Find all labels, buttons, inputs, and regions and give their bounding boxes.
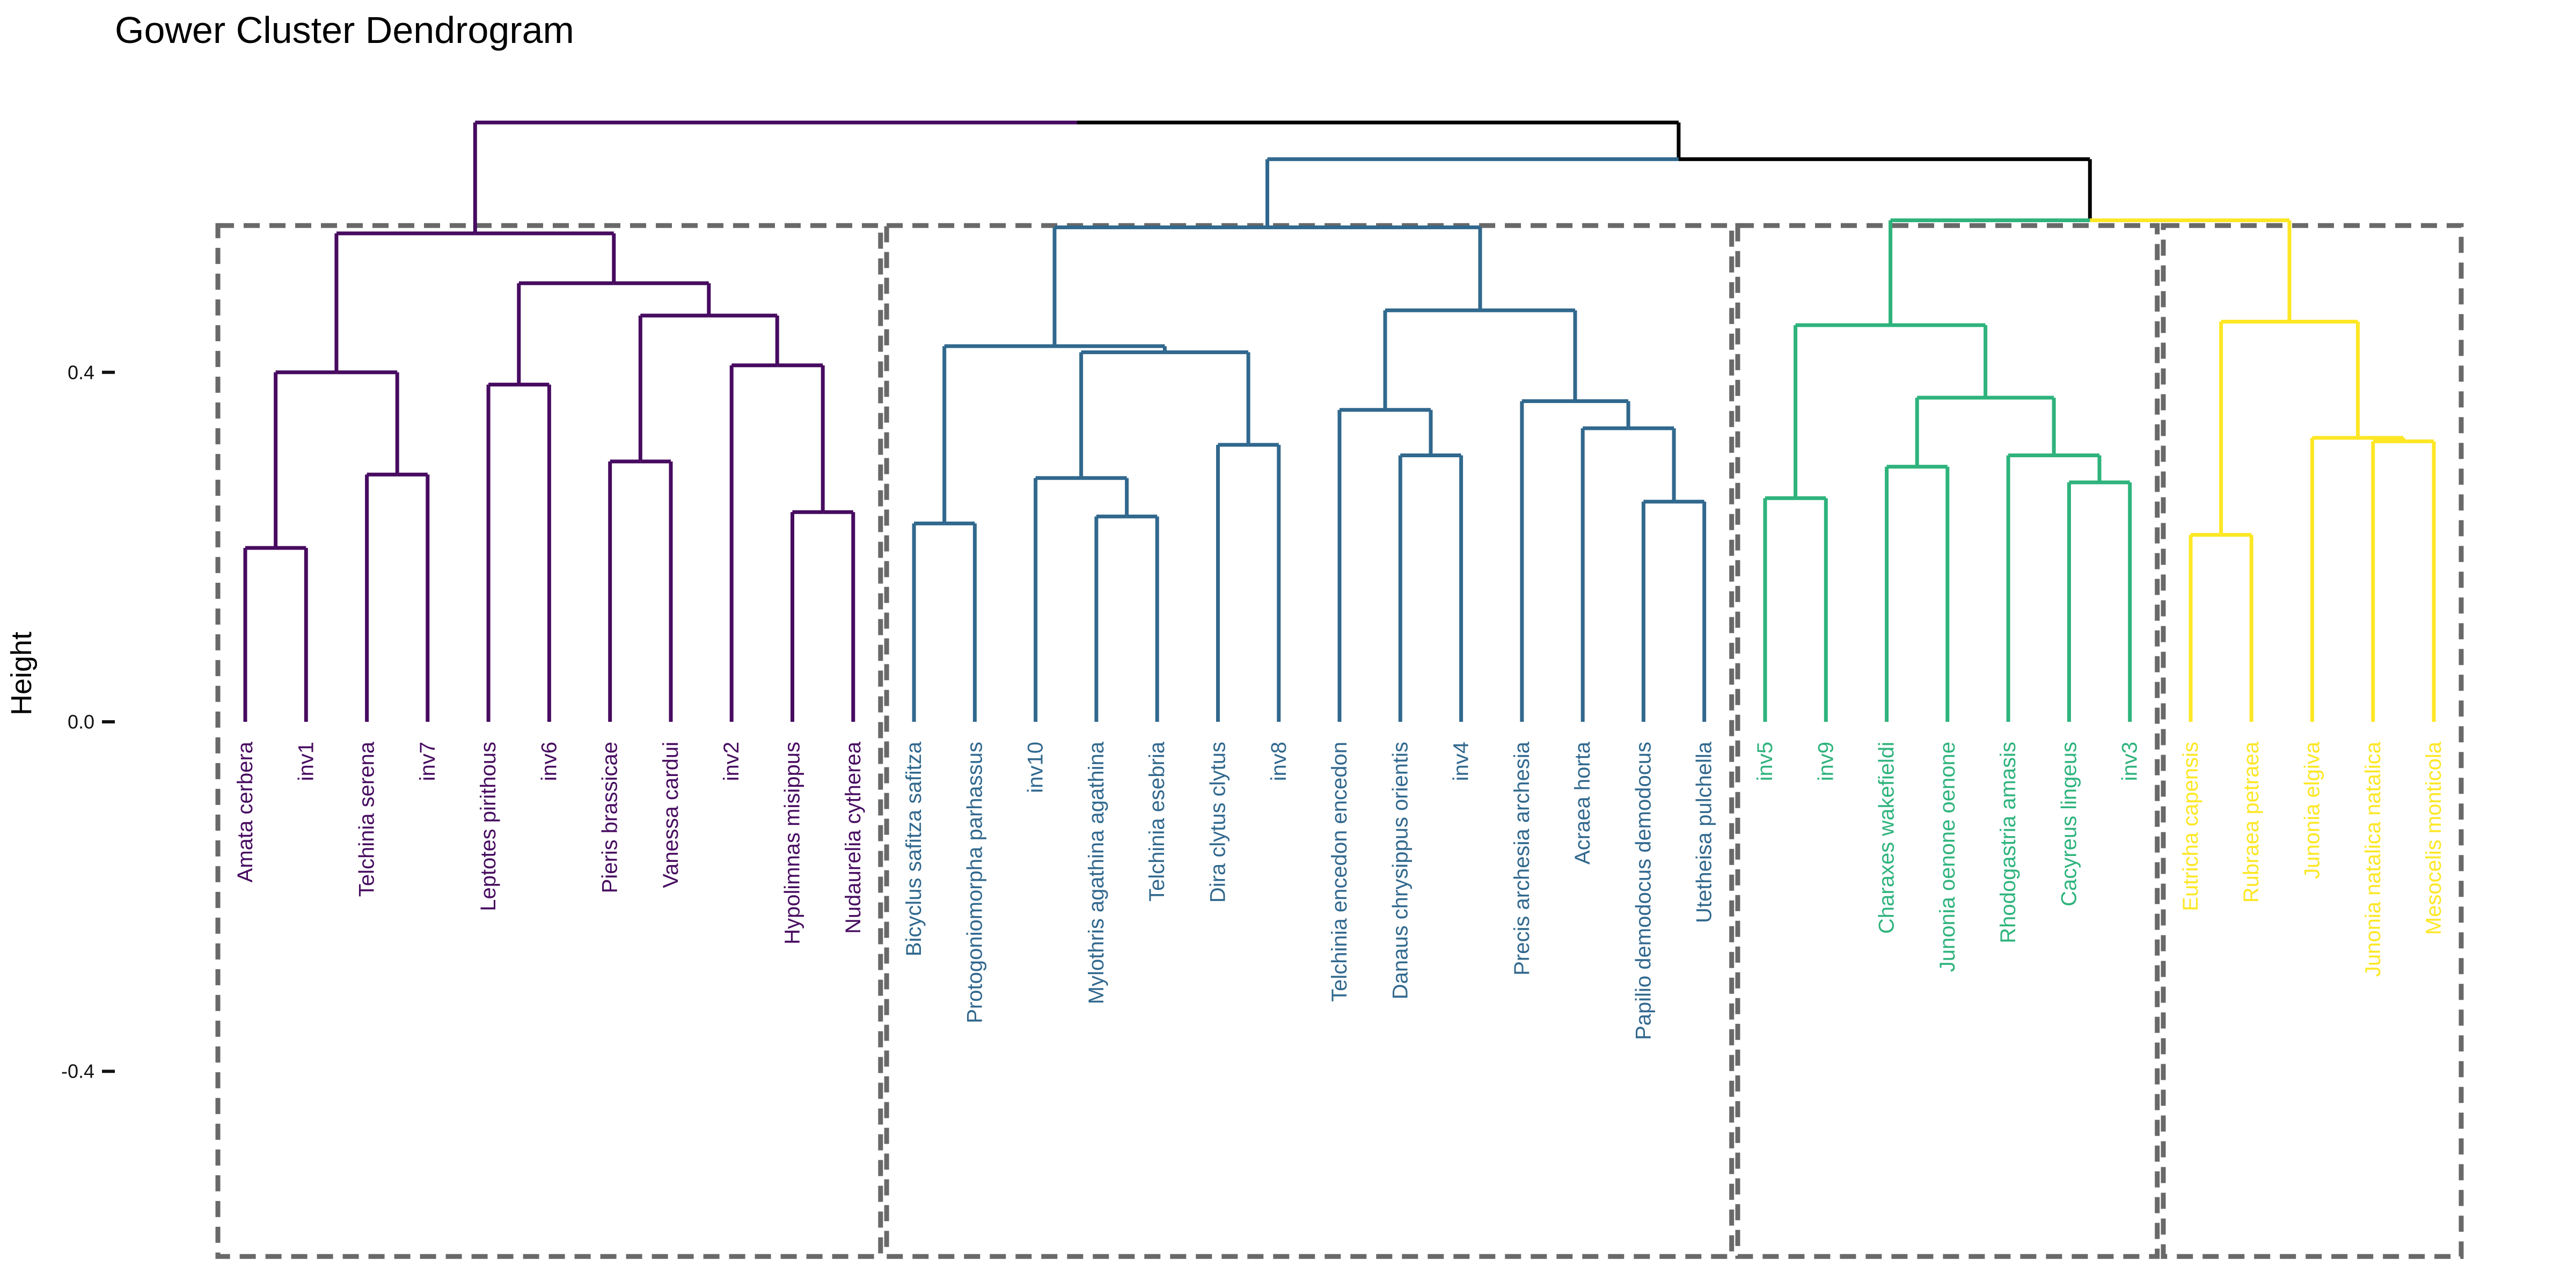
- leaf-label: Telchinia encedon encedon: [1328, 742, 1351, 1002]
- leaf-label: Vanessa cardui: [659, 742, 683, 888]
- leaf-label: Mesocelis monticola: [2422, 741, 2446, 935]
- leaf-label: Dira clytus clytus: [1206, 742, 1230, 903]
- leaf-label: inv7: [416, 742, 440, 781]
- leaf-labels: Amata cerbera inv1 Telchinia serena inv7 Lep…: [233, 741, 2446, 1040]
- leaf-label: Mylothris agathina agathina: [1085, 741, 1108, 1004]
- leaf-label: Telchinia serena: [355, 741, 379, 897]
- leaf-label: inv10: [1024, 742, 1048, 793]
- dendrogram-tree: [243, 120, 2436, 722]
- leaf-label: Cacyreus lingeus: [2057, 742, 2081, 906]
- leaf-label: Protogoniomorpha parhassus: [963, 742, 986, 1023]
- leaf-label: Pieris brassicae: [598, 742, 622, 893]
- leaf-label: Junonia oenone oenone: [1936, 742, 1959, 972]
- leaf-label: Nudaurelia cytherea: [841, 741, 865, 934]
- leaf-label: inv1: [294, 742, 318, 781]
- cluster-boxes: [215, 223, 2464, 1259]
- leaf-label: inv6: [537, 742, 561, 781]
- leaf-label: Rhodogastria amasis: [1996, 742, 2020, 943]
- cluster-box-4: [2161, 223, 2464, 1259]
- y-axis-tick-label: -0.4: [61, 1060, 94, 1082]
- leaf-label: Telchinia esebria: [1145, 741, 1169, 902]
- leaf-label: inv2: [720, 742, 743, 781]
- y-axis-tick-label: 0.4: [68, 361, 94, 383]
- leaf-label: inv9: [1814, 742, 1838, 781]
- leaf-label: Bicyclus safitza safitza: [902, 741, 926, 956]
- leaf-label: inv5: [1753, 742, 1777, 781]
- y-axis: 0.4 0.0 -0.4: [61, 361, 115, 1082]
- leaf-label: Junonia natalica natalica: [2361, 741, 2385, 977]
- leaf-label: Danaus chrysippus orientis: [1388, 742, 1412, 999]
- leaf-label: Acraea horta: [1571, 741, 1594, 865]
- leaf-label: Hypolimnas misippus: [781, 742, 804, 945]
- leaf-label: Eutricha capensis: [2179, 742, 2202, 911]
- chart-title: Gower Cluster Dendrogram: [115, 9, 574, 51]
- leaf-label: Leptotes pirithous: [477, 742, 500, 911]
- cluster-box-3: [1735, 223, 2160, 1259]
- cluster-box-1: [215, 223, 883, 1259]
- y-axis-tick-label: 0.0: [68, 711, 94, 733]
- leaf-label: Junonia elgiva: [2301, 741, 2324, 879]
- leaf-label: Papilio demodocus demodocus: [1631, 742, 1655, 1040]
- leaf-label: inv3: [2118, 742, 2142, 781]
- leaf-label: inv8: [1267, 742, 1291, 781]
- leaf-label: Utetheisa pulchella: [1693, 741, 1716, 923]
- leaf-label: inv4: [1450, 742, 1473, 781]
- leaf-label: Charaxes wakefieldi: [1875, 742, 1899, 934]
- leaf-label: Amata cerbera: [233, 741, 257, 882]
- leaf-label: Precis archesia archesia: [1510, 741, 1534, 975]
- leaf-label: Rubraea petraea: [2240, 741, 2263, 903]
- y-axis-label: Height: [5, 632, 38, 715]
- cluster-box-2: [884, 223, 1735, 1259]
